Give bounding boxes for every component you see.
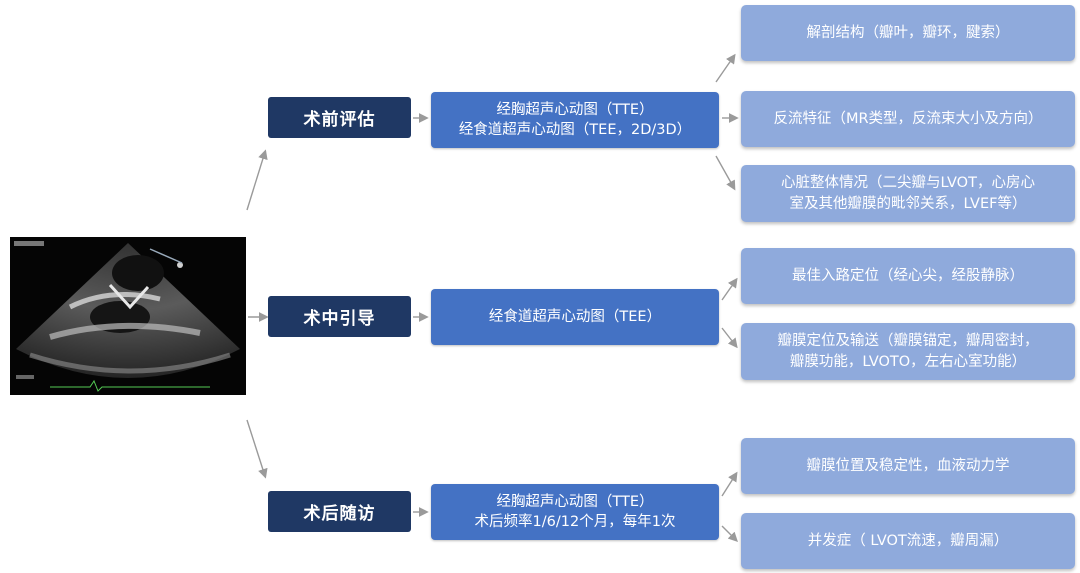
detail-line: 室及其他瓣膜的毗邻关系，LVEF等）	[789, 195, 1027, 212]
method-followup: 经胸超声心动图（TTE） 术后频率1/6/12个月，每年1次	[431, 484, 719, 540]
arrow-method2-to-detail5	[721, 327, 738, 349]
arrow-method1-to-detail1	[715, 53, 736, 83]
detail-regurgitation: 反流特征（MR类型，反流束大小及方向）	[741, 91, 1075, 147]
method-line: 术后频率1/6/12个月，每年1次	[474, 514, 676, 530]
detail-line: 并发症（ LVOT流速，瓣周漏）	[807, 532, 1009, 549]
arrow-method3-to-detail7	[721, 525, 738, 542]
method-intraoperative: 经食道超声心动图（TEE）	[431, 289, 719, 345]
method-line: 经食道超声心动图（TEE）	[488, 309, 662, 325]
detail-valve-position: 瓣膜位置及稳定性，血液动力学	[741, 438, 1075, 494]
stage-followup: 术后随访	[268, 491, 411, 532]
stage-label: 术中引导	[303, 309, 376, 329]
method-line: 经胸超声心动图（TTE）	[496, 494, 654, 510]
echocardiogram-image	[10, 237, 246, 395]
detail-line: 反流特征（MR类型，反流束大小及方向）	[773, 110, 1043, 127]
detail-line: 瓣膜定位及输送（瓣膜锚定，瓣周密封，	[777, 332, 1039, 349]
arrow-image-to-stage3	[246, 419, 268, 479]
arrow-method2-to-detail4	[721, 277, 738, 301]
detail-line: 心脏整体情况（二尖瓣与LVOT，心房心	[781, 174, 1035, 191]
stage-intraoperative: 术中引导	[268, 296, 411, 337]
detail-cardiac-overall: 心脏整体情况（二尖瓣与LVOT，心房心 室及其他瓣膜的毗邻关系，LVEF等）	[741, 165, 1075, 222]
echocardiogram-graphic	[10, 237, 246, 395]
detail-line: 解剖结构（瓣叶，瓣环，腱索）	[806, 24, 1010, 41]
arrow-image-to-stage1	[246, 149, 268, 211]
detail-line: 最佳入路定位（经心尖，经股静脉）	[792, 267, 1024, 284]
detail-anatomy: 解剖结构（瓣叶，瓣环，腱索）	[741, 5, 1075, 61]
method-line: 经食道超声心动图（TEE，2D/3D）	[458, 122, 692, 138]
arrow-method1-to-detail3	[715, 155, 736, 191]
method-preoperative: 经胸超声心动图（TTE） 经食道超声心动图（TEE，2D/3D）	[431, 92, 719, 148]
method-line: 经胸超声心动图（TTE）	[496, 102, 654, 118]
detail-access-route: 最佳入路定位（经心尖，经股静脉）	[741, 248, 1075, 304]
detail-line: 瓣膜功能，LVOTO，左右心室功能）	[789, 353, 1027, 370]
detail-line: 瓣膜位置及稳定性，血液动力学	[806, 457, 1010, 474]
stage-preoperative: 术前评估	[268, 97, 411, 138]
detail-complications: 并发症（ LVOT流速，瓣周漏）	[741, 513, 1075, 569]
stage-label: 术后随访	[303, 504, 376, 524]
detail-valve-delivery: 瓣膜定位及输送（瓣膜锚定，瓣周密封， 瓣膜功能，LVOTO，左右心室功能）	[741, 323, 1075, 380]
stage-label: 术前评估	[303, 110, 376, 130]
arrow-method3-to-detail6	[721, 471, 738, 497]
